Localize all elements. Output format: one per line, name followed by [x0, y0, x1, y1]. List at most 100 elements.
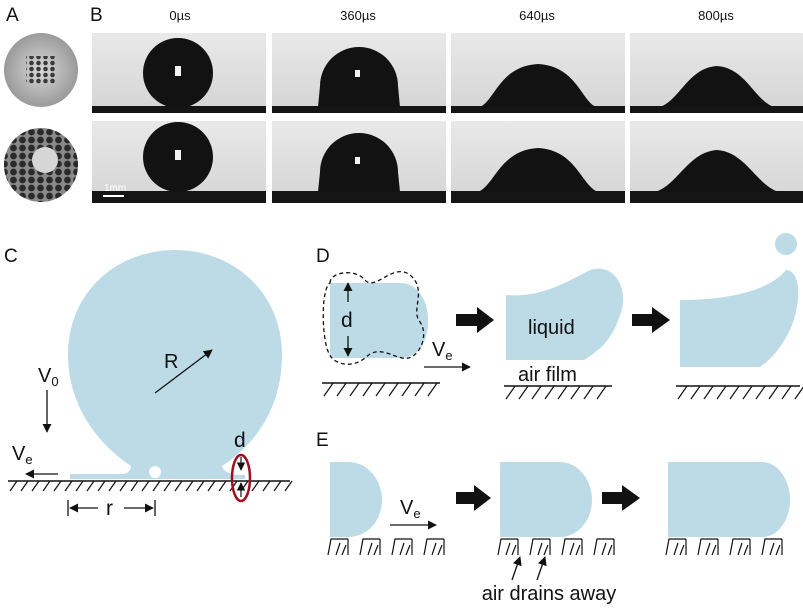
frame-r2-800us	[630, 121, 803, 203]
hatch-mark	[768, 385, 779, 400]
surface-pillar	[423, 538, 445, 556]
hatch-mark	[196, 480, 205, 492]
hatch-mark	[163, 480, 172, 492]
process-arrow-d2	[632, 307, 670, 333]
hatch-mark	[531, 385, 542, 400]
scale-bar-label: 1mm	[104, 183, 126, 194]
hatch-mark	[742, 385, 753, 400]
surface-pillar	[729, 538, 751, 556]
air-drains-label: air drains away	[482, 583, 617, 605]
hatch-mark	[518, 385, 529, 400]
droplet-shape	[68, 250, 282, 479]
surface-pillar	[359, 538, 381, 556]
scale-bar: 1mm	[103, 183, 126, 197]
hatch-mark	[141, 480, 150, 492]
liquid-label: liquid	[528, 317, 575, 339]
hatch-mark	[53, 480, 62, 492]
surface-pillar	[761, 538, 783, 556]
liquid-slab-d2	[506, 268, 624, 360]
hatch-mark	[557, 385, 568, 400]
hatch-mark	[755, 385, 766, 400]
hatch-mark	[388, 382, 399, 397]
dashed-outline	[322, 271, 425, 365]
frame-r2-640us	[451, 121, 625, 203]
v0-label: V0	[38, 365, 59, 389]
ve-label-e: Ve	[400, 497, 421, 521]
hatch-mark	[427, 382, 438, 397]
surface-pillar	[593, 538, 615, 556]
process-arrow-e2	[602, 485, 640, 511]
liquid-slab-e3	[668, 462, 790, 537]
panel-label-e: E	[316, 430, 329, 451]
liquid-slab-d3	[680, 270, 799, 367]
hatch-mark	[108, 480, 117, 492]
hatch-mark	[362, 382, 373, 397]
panel-e-diagram: Ve air drains away	[327, 462, 790, 605]
frame-r2-360us	[272, 121, 446, 203]
photo-row-1	[92, 33, 803, 113]
hatch-mark	[716, 385, 727, 400]
hatch-mark	[781, 385, 792, 400]
time-label-1: 360µs	[340, 8, 376, 23]
air-film-label: air film	[518, 364, 577, 386]
surface-pillar	[665, 538, 687, 556]
panel-label-b: B	[90, 5, 103, 26]
ve-label-c: Ve	[12, 443, 33, 467]
radius-label: R	[164, 351, 178, 373]
surface-image-bottom	[4, 128, 78, 202]
frame-r1-640us	[451, 33, 625, 113]
hatch-mark	[185, 480, 194, 492]
surface-image-top	[4, 33, 78, 107]
hatch-mark	[251, 480, 260, 492]
process-arrow-e1	[456, 485, 491, 511]
hatch-mark	[570, 385, 581, 400]
highlight-ring	[230, 453, 252, 503]
liquid-slab-d1	[330, 283, 428, 358]
frame-r1-0us	[92, 33, 266, 113]
frame-r2-0us	[92, 121, 266, 203]
hatch-mark	[401, 382, 412, 397]
photo-row-2	[92, 121, 803, 203]
hatch-mark	[596, 385, 607, 400]
hatch-mark	[86, 480, 95, 492]
surface-pillar	[561, 538, 583, 556]
film-thickness-label-c: d	[234, 429, 246, 452]
panel-label-d: D	[316, 246, 330, 267]
hatch-mark	[729, 385, 740, 400]
hatch-mark	[794, 386, 803, 400]
air-bubble	[149, 466, 161, 478]
panel-label-c: C	[4, 246, 18, 267]
hatch-mark	[75, 480, 84, 492]
hatch-mark	[284, 480, 293, 492]
hatch-mark	[544, 385, 555, 400]
hatch-mark	[703, 385, 714, 400]
hatch-mark	[690, 385, 701, 400]
hatch-mark	[218, 480, 227, 492]
hatch-mark	[336, 382, 347, 397]
panel-label-a: A	[6, 5, 19, 26]
hatch-mark	[20, 480, 29, 492]
hatch-mark	[130, 480, 139, 492]
liquid-slab-e2	[500, 462, 592, 537]
hatch-mark	[119, 480, 128, 492]
panel-d-diagram: d Ve liquid air film	[322, 233, 803, 400]
hatch-mark	[207, 480, 216, 492]
hatch-mark	[152, 480, 161, 492]
hatch-mark	[240, 480, 249, 492]
hatch-mark	[583, 385, 594, 400]
hatch-mark	[9, 480, 18, 492]
hatch-mark	[349, 382, 360, 397]
hatch-mark	[273, 480, 282, 492]
time-label-3: 800µs	[698, 8, 734, 23]
surface-pillar	[697, 538, 719, 556]
surface-pillar	[327, 538, 349, 556]
hatch-mark	[262, 480, 271, 492]
hatch-mark	[174, 480, 183, 492]
hatch-mark	[414, 382, 425, 397]
hatch-mark	[42, 480, 51, 492]
hatch-mark	[64, 480, 73, 492]
contact-radius-label: r	[106, 497, 113, 520]
surface-pillar	[529, 538, 551, 556]
ejected-droplet	[775, 233, 797, 255]
